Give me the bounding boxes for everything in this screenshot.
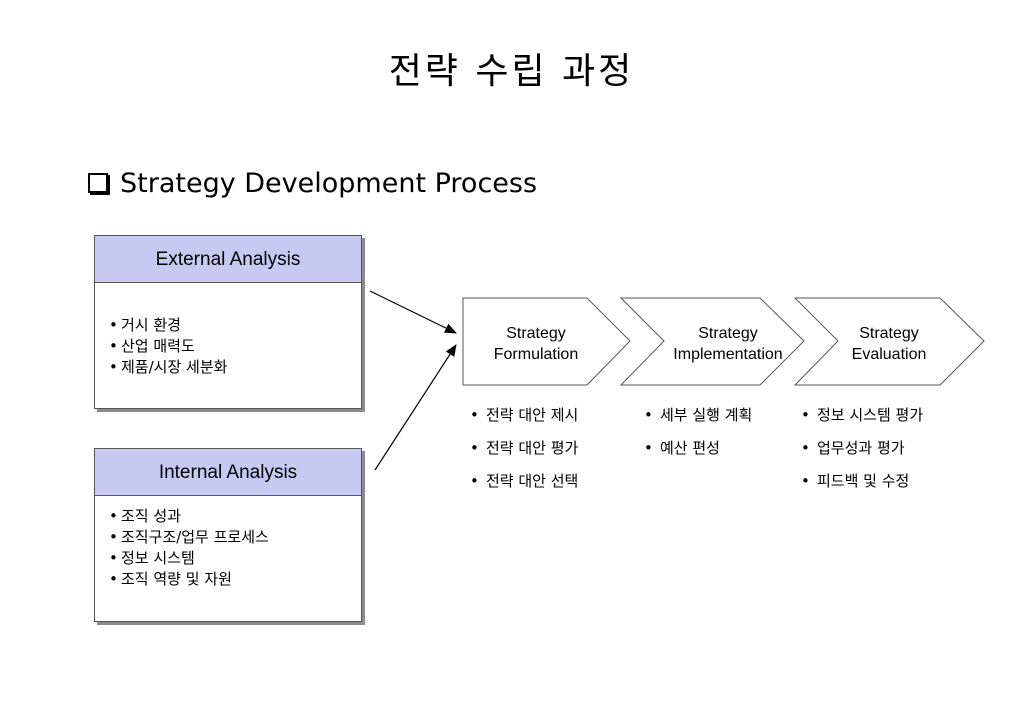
internal-analysis-header: Internal Analysis <box>95 449 361 496</box>
internal-to-formulation-arrow <box>374 344 457 471</box>
list-item: 제품/시장 세분화 <box>109 357 361 378</box>
list-item: 정보 시스템 <box>109 548 361 569</box>
checkbox-icon <box>88 173 108 193</box>
external-to-formulation-arrow <box>369 290 457 334</box>
chevron-evaluation <box>793 297 985 386</box>
section-heading-text: Strategy Development Process <box>120 168 538 199</box>
list-item: 전략 대안 평가 <box>466 437 578 470</box>
formulation-list: 전략 대안 제시 전략 대안 평가 전략 대안 선택 <box>466 404 578 503</box>
list-item: 세부 실행 계획 <box>640 404 752 437</box>
list-item: 정보 시스템 평가 <box>797 404 923 437</box>
list-item: 예산 편성 <box>640 437 752 470</box>
list-item: 조직 역량 및 자원 <box>109 569 361 590</box>
list-item: 전략 대안 선택 <box>466 470 578 503</box>
internal-analysis-list: 조직 성과 조직구조/업무 프로세스 정보 시스템 조직 역량 및 자원 <box>95 496 361 590</box>
list-item: 조직 성과 <box>109 506 361 527</box>
implementation-list: 세부 실행 계획 예산 편성 <box>640 404 752 470</box>
external-analysis-list: 거시 환경 산업 매력도 제품/시장 세분화 <box>95 283 361 378</box>
external-analysis-box: External Analysis 거시 환경 산업 매력도 제품/시장 세분화 <box>94 235 362 409</box>
section-heading: Strategy Development Process <box>88 168 537 199</box>
evaluation-list: 정보 시스템 평가 업무성과 평가 피드백 및 수정 <box>797 404 923 503</box>
chevron-formulation <box>462 297 631 386</box>
page-title: 전략 수립 과정 <box>388 51 635 92</box>
stage-label-formulation: Strategy Formulation <box>493 325 579 363</box>
stage-label-implementation: Strategy Implementation <box>673 325 783 363</box>
list-item: 업무성과 평가 <box>797 437 923 470</box>
chevron-implementation <box>619 297 805 386</box>
list-item: 산업 매력도 <box>109 336 361 357</box>
internal-analysis-box: Internal Analysis 조직 성과 조직구조/업무 프로세스 정보 … <box>94 448 362 622</box>
list-item: 거시 환경 <box>109 315 361 336</box>
stage-label-evaluation: Strategy Evaluation <box>851 325 927 363</box>
list-item: 조직구조/업무 프로세스 <box>109 527 361 548</box>
list-item: 전략 대안 제시 <box>466 404 578 437</box>
list-item: 피드백 및 수정 <box>797 470 923 503</box>
external-analysis-header: External Analysis <box>95 236 361 283</box>
